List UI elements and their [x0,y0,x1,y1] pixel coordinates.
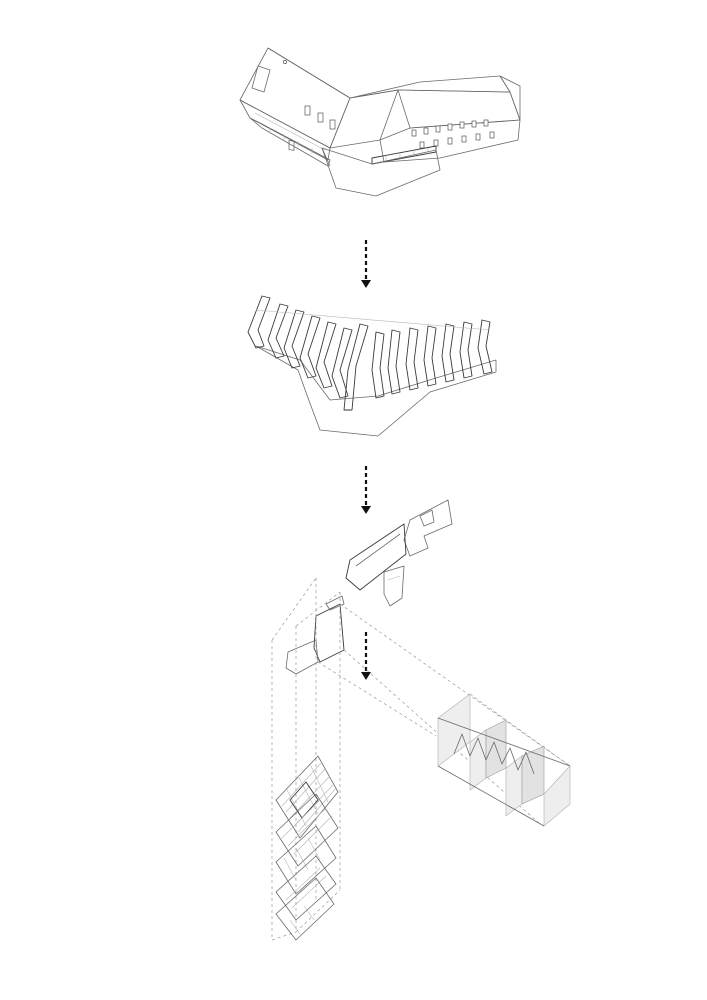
component-plates [285,499,453,675]
building-massing [239,47,521,197]
roof-grid [281,761,337,833]
structural-frames [247,295,497,437]
left-frames [247,295,369,411]
arrow-down-2 [361,466,371,514]
dashed-guide-tower [271,577,341,941]
arrow-down-1 [361,240,371,288]
right-frames [371,319,493,399]
tower-layers [275,755,339,941]
right-wing-windows [411,119,495,149]
wing-module [437,693,571,827]
arrow-down-3 [361,632,371,680]
